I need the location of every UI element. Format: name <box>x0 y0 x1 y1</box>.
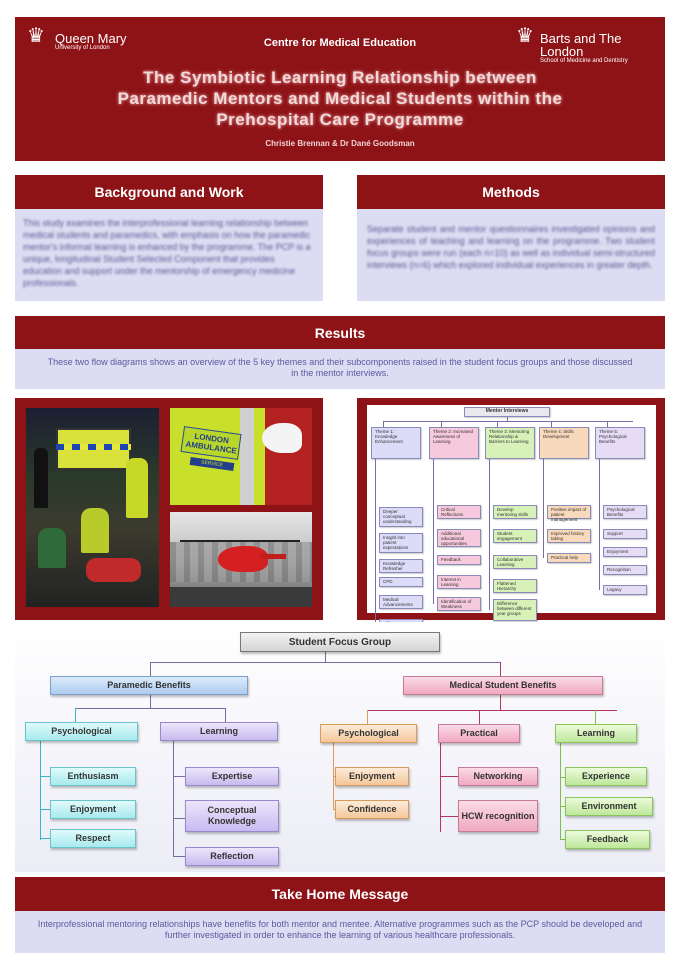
background-heading: Background and Work <box>94 184 244 200</box>
barts-logo: ♛ Barts and The London School of Medicin… <box>516 25 628 64</box>
mentor-item: Critical Reflections <box>437 505 481 519</box>
paramedic-benefits-box: Paramedic Benefits <box>50 676 248 695</box>
mentor-item: Additional educational opportunities <box>437 529 481 547</box>
paramedic-scene-photo <box>26 408 159 607</box>
centre-name: Centre for Medical Education <box>263 37 417 49</box>
med-enjoyment-box: Enjoyment <box>335 767 409 786</box>
mentor-item: Identification of Weakness <box>437 597 481 611</box>
respect-box: Respect <box>50 829 136 848</box>
mentor-diagram: Mentor Interviews Theme 1: Knowledge Enh… <box>367 405 656 636</box>
background-text: This study examines the interprofessiona… <box>23 218 311 288</box>
mentor-item: Student engagement <box>493 529 537 543</box>
glove-hand <box>262 423 302 453</box>
background-panel: This study examines the interprofessiona… <box>15 209 323 301</box>
mentor-item: Deeper conceptual understanding <box>379 507 423 527</box>
results-panel: These two flow diagrams shows an overvie… <box>15 349 665 389</box>
mentor-item: Medical Advancements <box>379 595 423 609</box>
mentor-item: Positive impact of patient management <box>547 505 591 522</box>
takehome-text: Interprofessional mentoring relationship… <box>37 919 643 940</box>
crown-icon: ♛ <box>27 25 45 47</box>
mentor-theme-3: Theme 3: Mentoring Relationship & Barrie… <box>485 427 535 459</box>
mentor-item: CPD <box>379 577 423 587</box>
mentor-item: Develop mentoring skills <box>493 505 537 519</box>
background-heading-bar: Background and Work <box>15 175 323 209</box>
medical-learning-box: Learning <box>555 724 637 743</box>
environment-box: Environment <box>565 797 653 816</box>
conceptual-knowledge-box: Conceptual Knowledge <box>185 800 279 832</box>
methods-panel: Separate student and mentor questionnair… <box>357 209 665 301</box>
poster-title: The Symbiotic Learning Relationship betw… <box>117 68 563 129</box>
mentor-item: Recognition <box>603 565 647 575</box>
results-text: These two flow diagrams shows an overvie… <box>47 357 633 378</box>
reflection-box: Reflection <box>185 847 279 866</box>
mentor-item: Support <box>603 529 647 539</box>
paramedic-figure <box>81 508 109 553</box>
rotor-blade <box>180 540 300 542</box>
poster-header: ♛ Queen Mary University of London Centre… <box>15 17 665 161</box>
focus-diagram: Student Focus Group Paramedic Benefits M… <box>15 622 665 872</box>
mentor-item: Feedback <box>437 555 481 565</box>
mentor-panel: Mentor Interviews Theme 1: Knowledge Enh… <box>357 398 665 636</box>
mentor-item: Legacy <box>603 585 647 595</box>
medical-student-benefits-box: Medical Student Benefits <box>403 676 603 695</box>
focus-group-title: Student Focus Group <box>240 632 440 652</box>
ambulance-jacket-photo: LONDON AMBULANCE SERVICE <box>170 408 312 505</box>
results-heading: Results <box>314 324 366 341</box>
patient-figure <box>86 558 141 582</box>
helicopter <box>218 546 268 572</box>
confidence-box: Confidence <box>335 800 409 819</box>
expertise-box: Expertise <box>185 767 279 786</box>
methods-heading-bar: Methods <box>357 175 665 209</box>
paramedic-figure <box>38 528 66 568</box>
photos-panel: LONDON AMBULANCE SERVICE <box>15 398 323 620</box>
feedback-box: Feedback <box>565 830 650 849</box>
mentor-theme-1: Theme 1: Knowledge Enhancement <box>371 427 421 459</box>
mentor-theme-5: Theme 5: Psychological Benefits <box>595 427 645 459</box>
mentor-item: Difference between different year groups <box>493 599 537 621</box>
air-ambulance-photo <box>170 512 312 607</box>
crown-icon: ♛ <box>516 25 534 47</box>
authors: Christie Brennan & Dr Dané Goodsman <box>265 139 415 148</box>
mentor-item: Psychological Benefits <box>603 505 647 519</box>
enthusiasm-box: Enthusiasm <box>50 767 136 786</box>
takehome-heading: Take Home Message <box>271 886 409 902</box>
medical-psychological-box: Psychological <box>320 724 417 743</box>
mentor-theme-4: Theme 4: Skills Development <box>539 427 589 459</box>
hcw-recognition-box: HCW recognition <box>458 800 538 832</box>
mentor-item: Enjoyment <box>603 547 647 557</box>
paramedic-psychological-box: Psychological <box>25 722 138 741</box>
paramedic-figure <box>126 458 148 518</box>
mentor-title: Mentor Interviews <box>464 407 550 417</box>
mentor-item: Knowledge Refresher <box>379 559 423 573</box>
experience-box: Experience <box>565 767 647 786</box>
medical-practical-box: Practical <box>438 724 520 743</box>
takehome-panel: Interprofessional mentoring relationship… <box>15 911 665 953</box>
mentor-item: Practical help <box>547 553 591 563</box>
paramedic-learning-box: Learning <box>160 722 278 741</box>
mentor-item: Flattened Hierarchy <box>493 579 537 593</box>
enjoyment-box: Enjoyment <box>50 800 136 819</box>
mentor-item: Interest in Learning <box>437 575 481 589</box>
networking-box: Networking <box>458 767 538 786</box>
qm-logo: ♛ Queen Mary University of London <box>27 25 127 51</box>
results-heading-bar: Results <box>15 316 665 349</box>
takehome-heading-bar: Take Home Message <box>15 877 665 911</box>
methods-text: Separate student and mentor questionnair… <box>367 224 655 270</box>
mentor-item: Improved history taking <box>547 529 591 543</box>
methods-heading: Methods <box>482 184 540 200</box>
mentor-item: Insight into patient expectations <box>379 533 423 553</box>
mentor-theme-2: Theme 2: Increased Awareness of Learning <box>429 427 479 459</box>
mentor-item: Collaborative Learning <box>493 555 537 569</box>
